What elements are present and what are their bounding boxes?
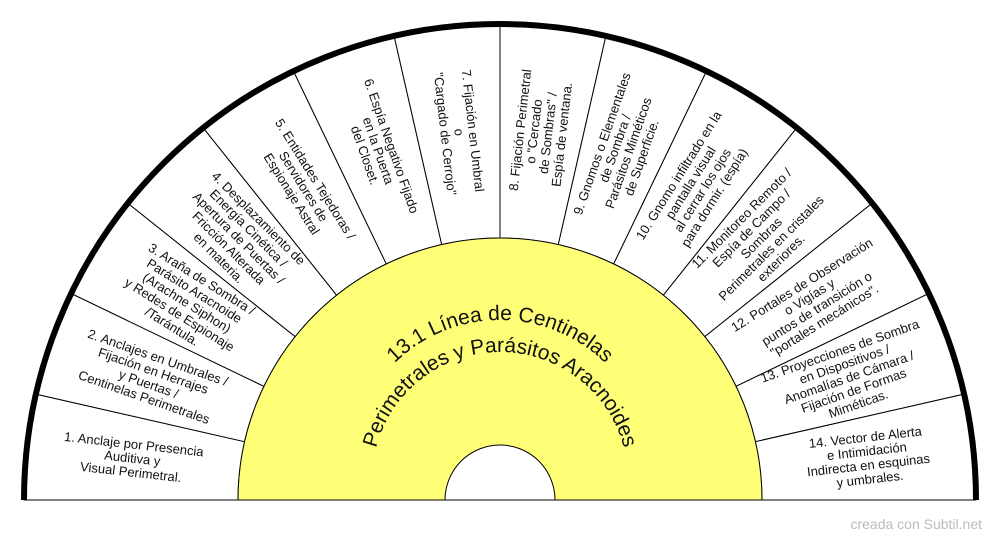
segment-group: 1. Anclaje por PresenciaAuditiva yVisual…: [23, 23, 977, 501]
center-half-disc: [237, 237, 763, 501]
center-hole: [444, 444, 556, 501]
segment-label-line: o "Cercado: [523, 99, 545, 165]
segment-label-line: y umbrales.: [836, 468, 904, 490]
segment-label-14: 14. Vector de Alertae IntimidaciónIndire…: [803, 423, 933, 493]
outer-rim: [21, 21, 979, 501]
segment-label-line: o: [451, 128, 467, 137]
segment-label-line: Auditiva y: [104, 448, 162, 469]
footer-credit: creada con Subtil.net: [850, 516, 982, 532]
